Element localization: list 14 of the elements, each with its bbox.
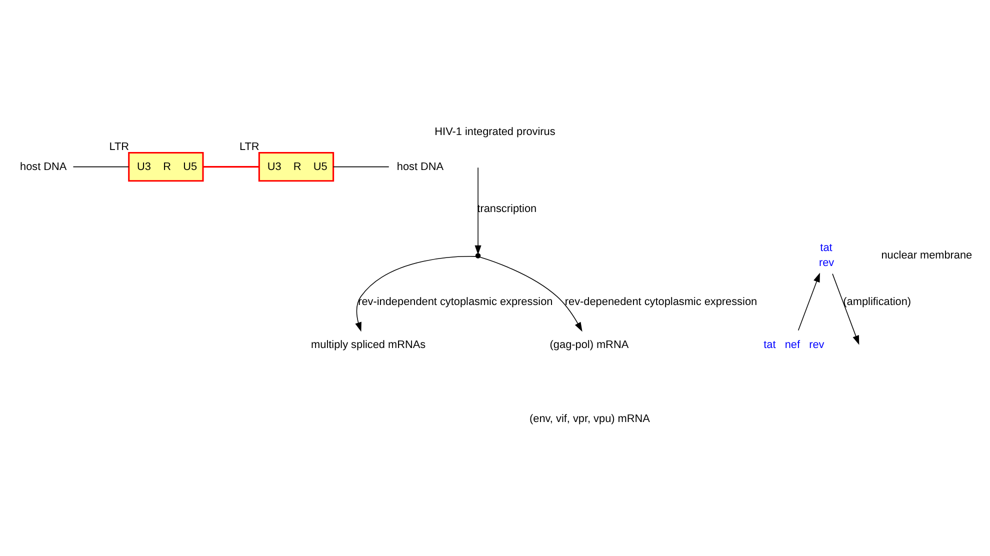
node-text: (env, vif, vpr, vpu) mRNA	[530, 413, 650, 426]
label: nuclear membrane	[881, 250, 972, 262]
edge-label: (amplification)	[843, 296, 912, 308]
edge-label: rev-independent cytoplasmic expression	[358, 296, 553, 308]
node-text: (gag-pol) mRNA	[550, 338, 629, 351]
node-text: host DNA	[396, 161, 444, 174]
node-text: multiply spliced mRNAs	[311, 338, 426, 351]
edge-label: rev-depenedent cytoplasmic expression	[564, 296, 758, 308]
diagram-title: HIV-1 integrated provirus	[434, 126, 556, 138]
node-text: host DNA	[20, 161, 67, 174]
node-label: LTR	[109, 140, 130, 153]
node-label: LTR	[240, 140, 260, 153]
node-text: tat rev	[819, 242, 834, 270]
node-text: tat nef rev	[764, 338, 824, 351]
